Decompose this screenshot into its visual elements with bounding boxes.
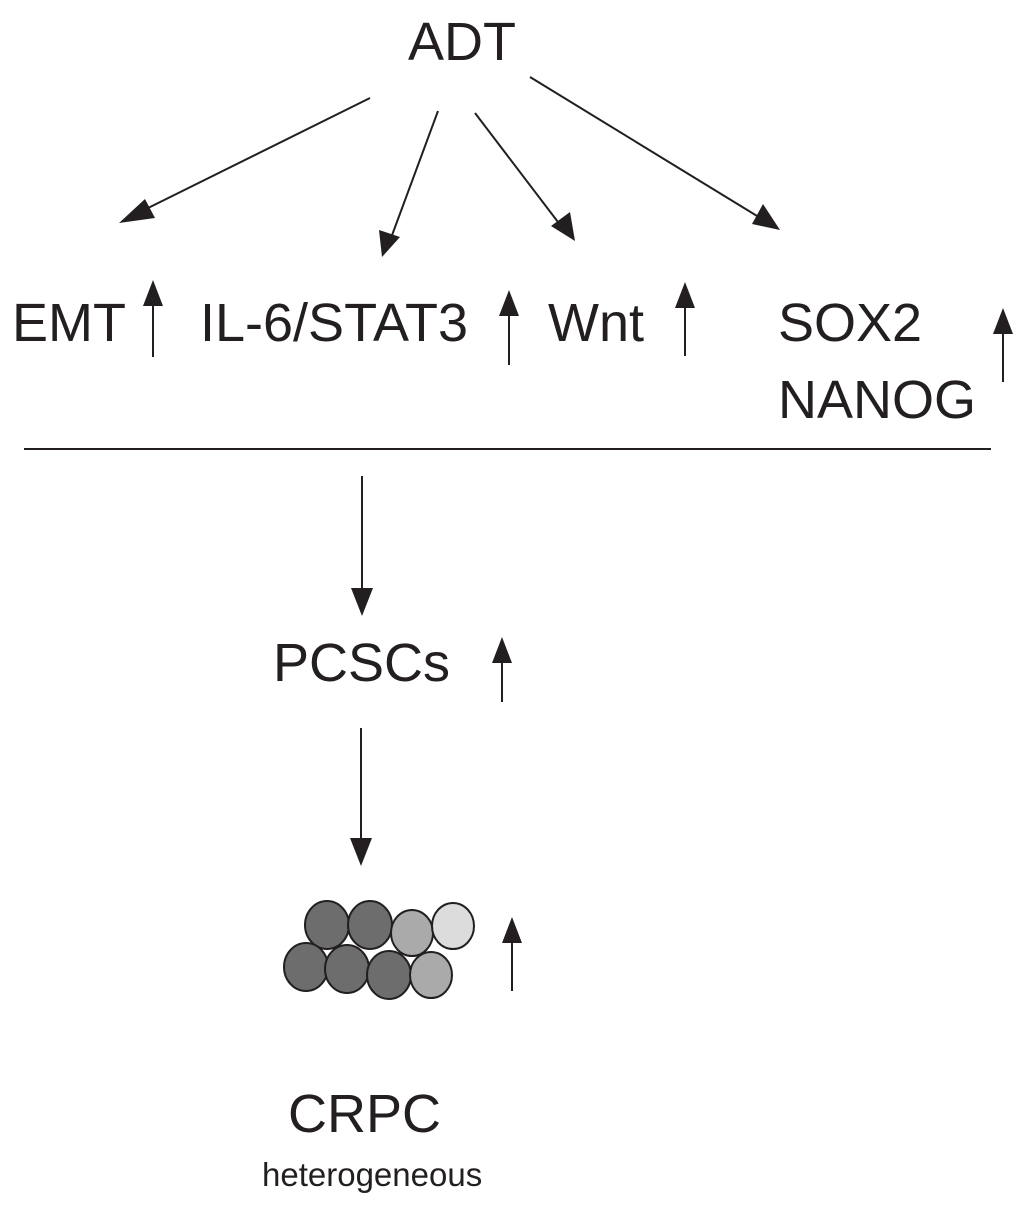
cell-icon — [366, 950, 412, 1000]
wnt-label: Wnt — [548, 293, 644, 353]
crpc-label: CRPC — [288, 1084, 441, 1144]
adt-label: ADT — [408, 12, 516, 72]
crpc-cell-cluster — [283, 900, 475, 1000]
cell-icon — [283, 942, 329, 992]
crpc-up-arrow — [502, 917, 522, 991]
sox2-nanog-up-arrow — [993, 308, 1013, 382]
il6-stat3-up-arrow — [499, 290, 519, 365]
sox2-label: SOX2 — [778, 293, 922, 353]
cell-icon — [390, 909, 434, 957]
cell-icon — [324, 944, 370, 994]
arrow-to-pcscs — [351, 476, 373, 616]
arrow-adt-to-wnt — [474, 112, 575, 241]
cell-icon — [431, 902, 475, 950]
cell-icon — [409, 951, 453, 999]
emt-up-arrow — [143, 280, 163, 357]
wnt-up-arrow — [675, 282, 695, 356]
nanog-label: NANOG — [778, 370, 976, 430]
pcscs-label: PCSCs — [273, 633, 450, 693]
emt-label: EMT — [12, 293, 126, 353]
arrow-adt-to-il6-stat3 — [379, 110, 439, 257]
arrow-adt-to-sox2-nanog — [529, 76, 780, 230]
arrow-to-crpc-cells — [350, 728, 372, 866]
heterogeneous-label: heterogeneous — [262, 1156, 482, 1193]
cell-icon — [304, 900, 350, 950]
cell-icon — [347, 900, 393, 950]
arrow-adt-to-emt — [119, 97, 371, 223]
il6-stat3-label: IL-6/STAT3 — [200, 293, 468, 353]
pcscs-up-arrow — [492, 637, 512, 702]
